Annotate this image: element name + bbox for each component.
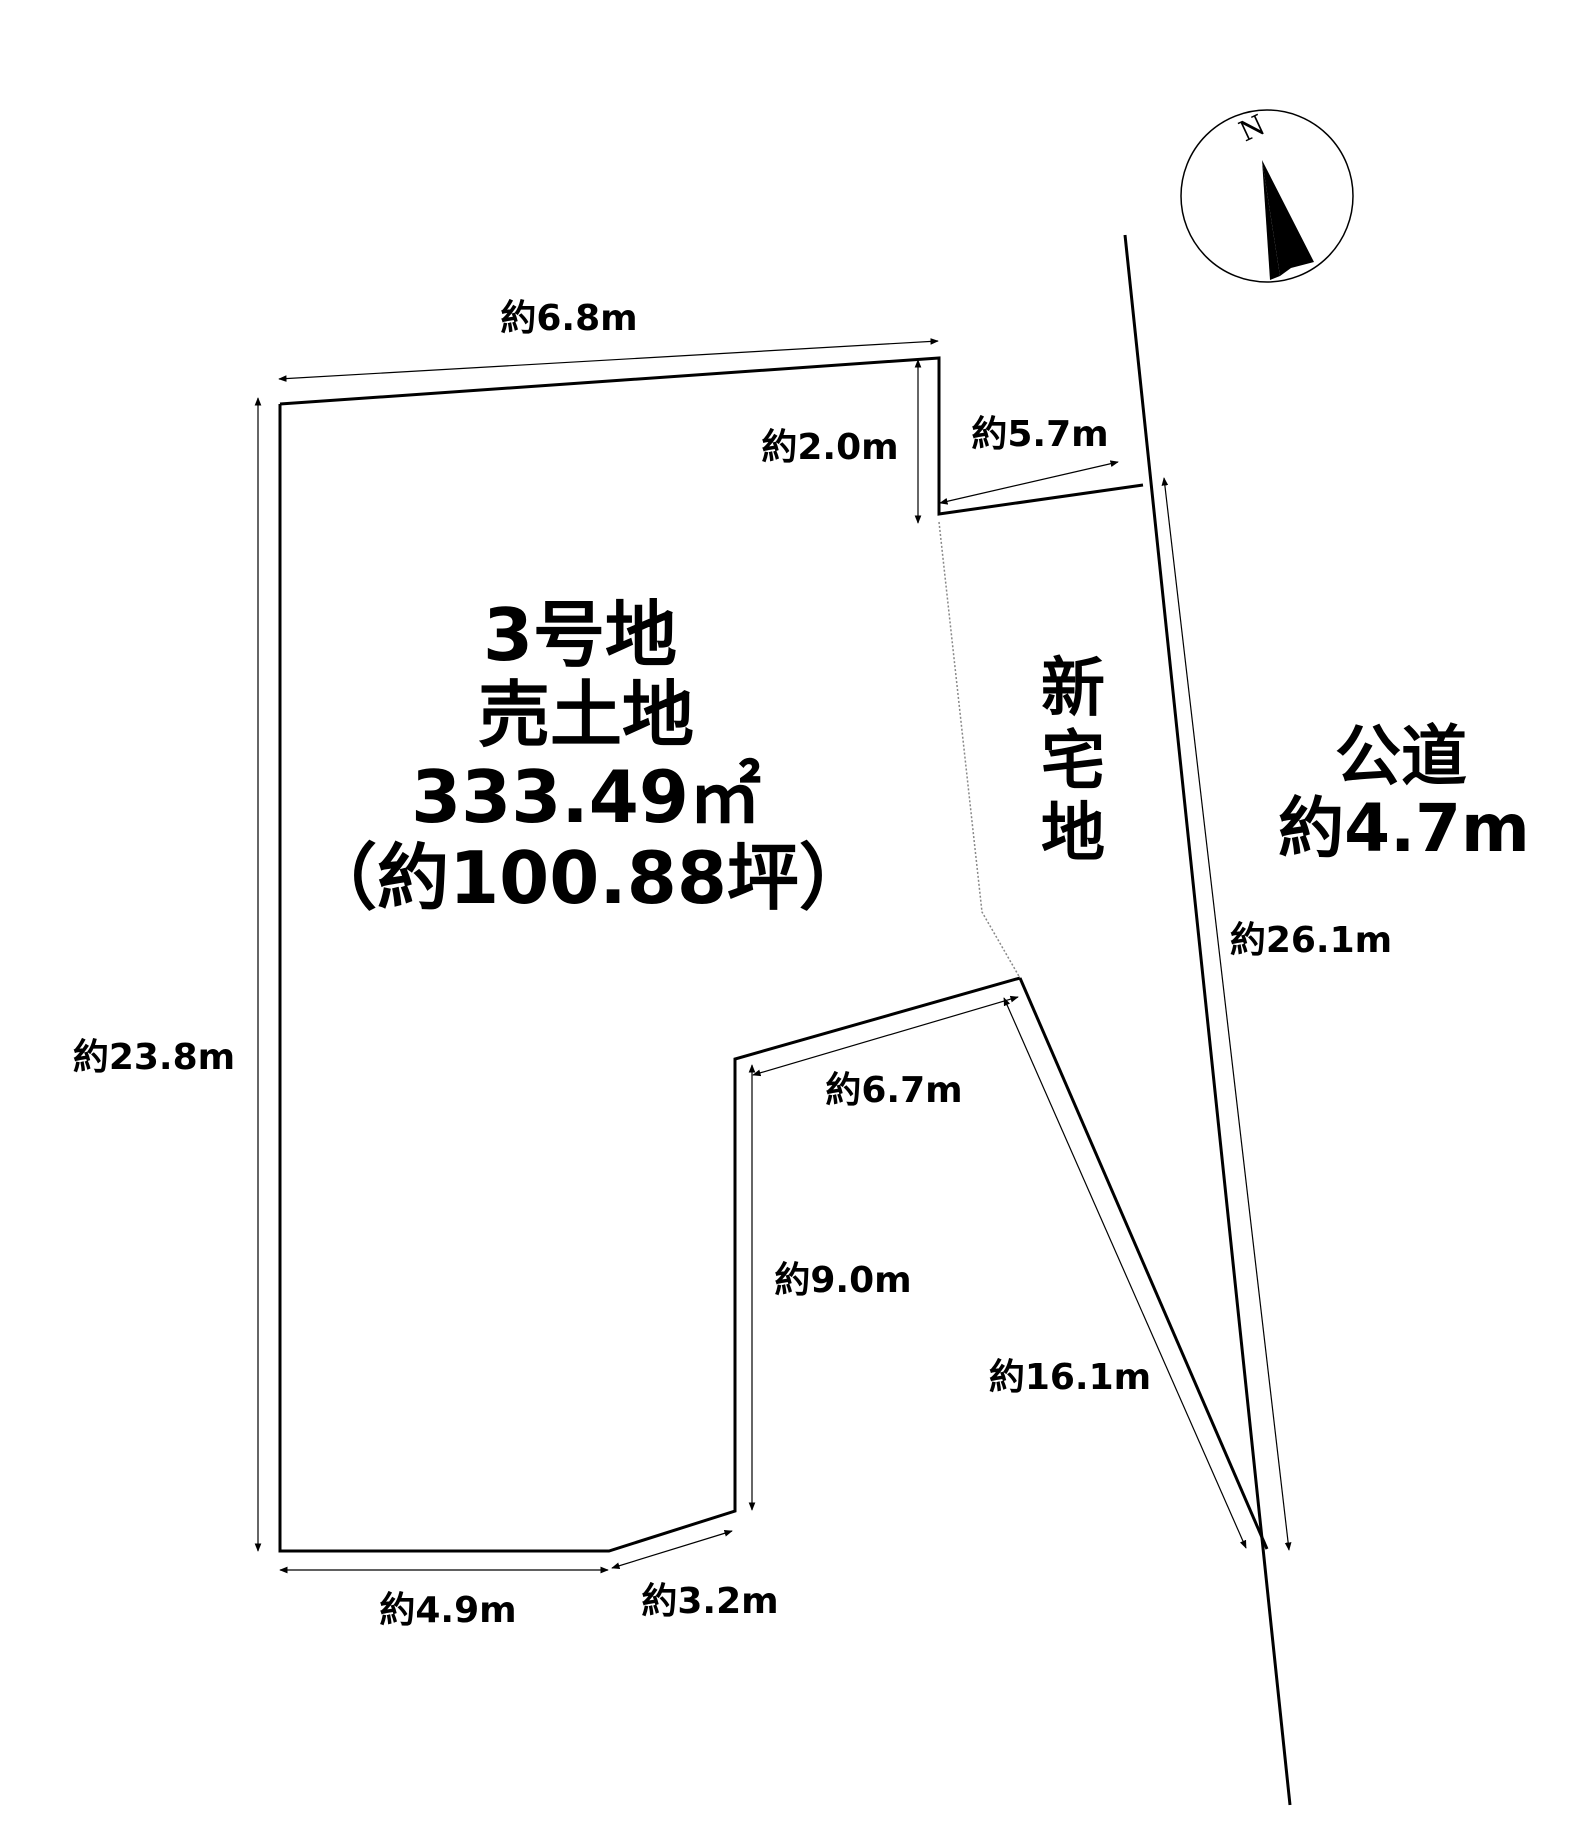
division-dotted-line xyxy=(938,521,1021,979)
dim-top-label: 約6.8m xyxy=(500,298,637,339)
dim-notch-horizontal-label: 約5.7m xyxy=(971,414,1108,455)
north-compass-icon: N xyxy=(1180,108,1354,283)
road-name: 公道 xyxy=(1335,718,1467,795)
dim-bottom-mid-line xyxy=(611,1530,733,1569)
dim-left-label: 約23.8m xyxy=(73,1037,235,1078)
dim-inner-vertical-label: 約9.0m xyxy=(774,1260,911,1301)
lot-boundary-lower xyxy=(278,404,1021,1553)
new-lot-char-2: 宅 xyxy=(1041,725,1105,799)
new-lot-diagonal-edge xyxy=(1018,977,1269,1550)
lot-area-sqm: 333.49㎡ xyxy=(411,755,761,839)
dim-top-line xyxy=(278,338,939,382)
dim-inner-horizontal-line xyxy=(752,995,1019,1077)
new-lot-char-1: 新 xyxy=(1041,652,1105,726)
dim-road-side-line xyxy=(1161,477,1292,1551)
lot-area-tsubo: （約100.88坪） xyxy=(305,836,871,920)
dim-diagonal-line xyxy=(1003,997,1247,1549)
road-width: 約4.7m xyxy=(1278,790,1530,867)
dim-diagonal-label: 約16.1m xyxy=(989,1357,1151,1398)
dim-road-side-label: 約26.1m xyxy=(1230,920,1392,961)
dim-bottom-left-label: 約4.9m xyxy=(379,1590,516,1631)
new-lot-char-3: 地 xyxy=(1041,797,1105,871)
dim-bottom-mid-label: 約3.2m xyxy=(641,1581,778,1622)
dim-inner-horizontal-label: 約6.7m xyxy=(825,1070,962,1111)
dim-notch-horizontal-line xyxy=(939,460,1119,505)
road-line xyxy=(1123,234,1292,1806)
lot-status: 売土地 xyxy=(478,673,694,757)
dim-notch-vertical-label: 約2.0m xyxy=(761,427,898,468)
lot-number: 3号地 xyxy=(483,593,677,677)
